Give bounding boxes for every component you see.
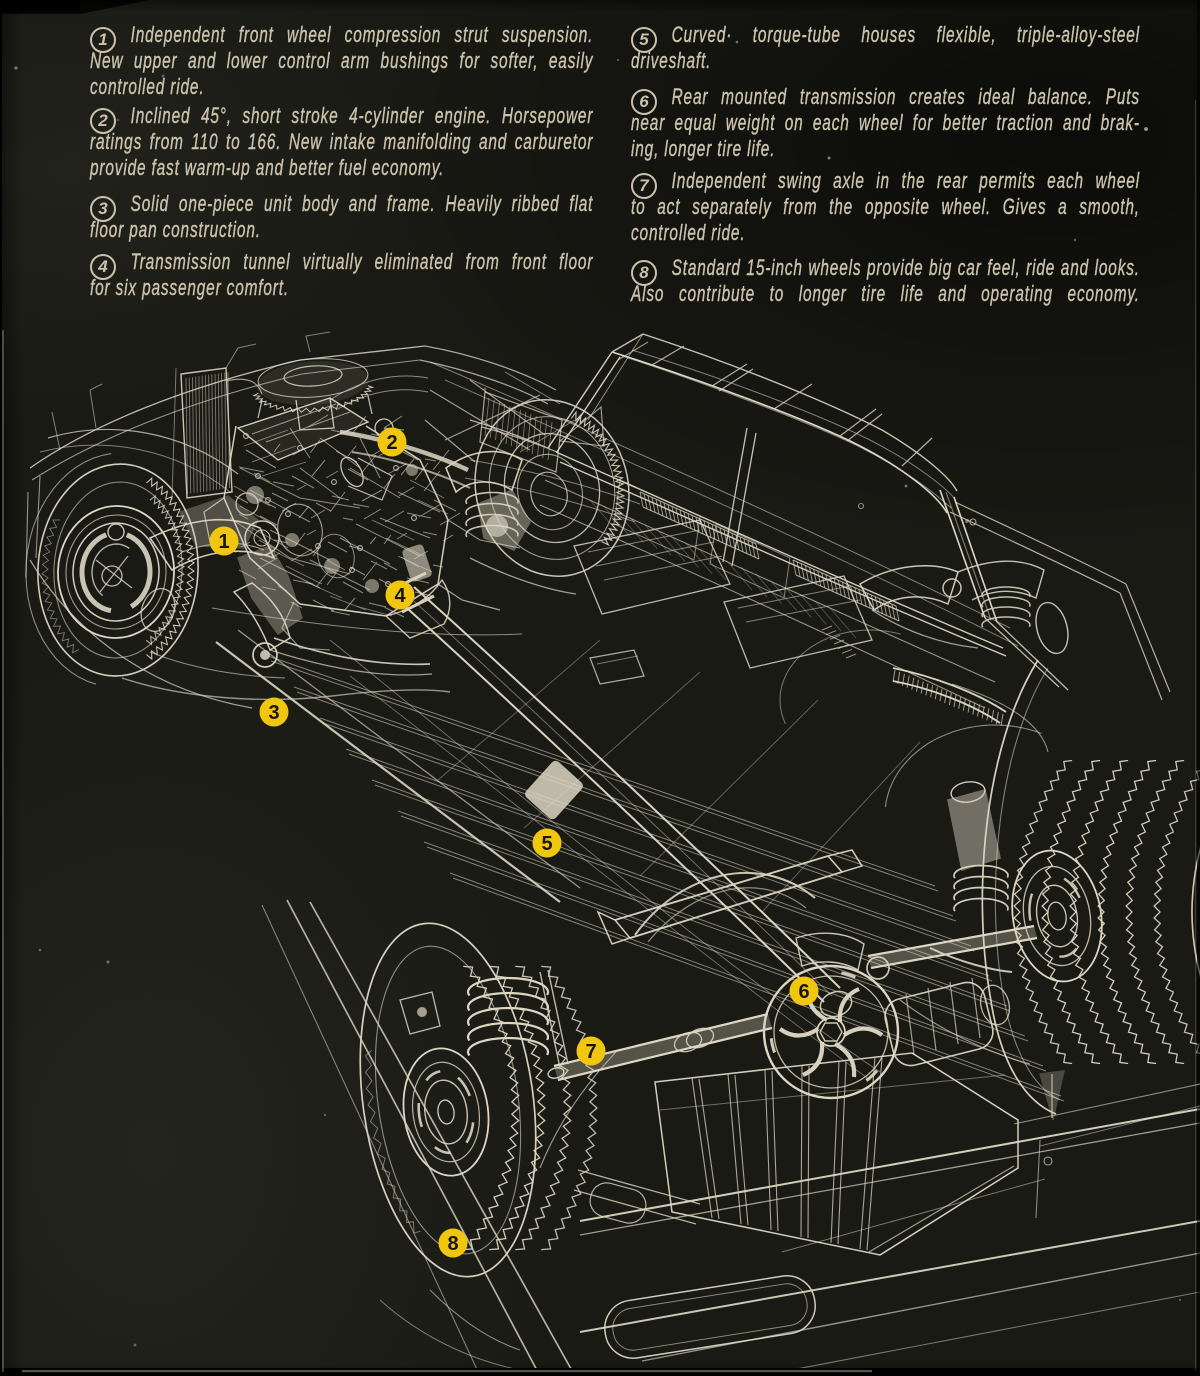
svg-text:6: 6 bbox=[798, 981, 809, 1003]
svg-text:8: 8 bbox=[447, 1233, 458, 1255]
svg-text:7: 7 bbox=[585, 1041, 596, 1063]
svg-text:4: 4 bbox=[394, 585, 406, 607]
svg-text:3: 3 bbox=[268, 702, 279, 724]
svg-text:1: 1 bbox=[218, 531, 229, 553]
svg-text:5: 5 bbox=[541, 833, 552, 855]
svg-text:2: 2 bbox=[386, 432, 397, 454]
